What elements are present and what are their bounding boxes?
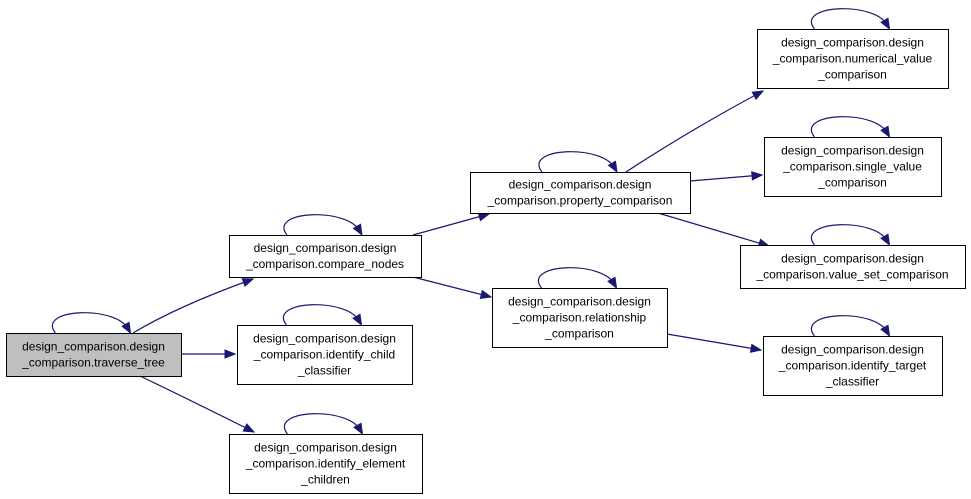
edge-property-comparison-to-numerical-value-comparison [625, 90, 764, 173]
node-box [237, 325, 413, 385]
self-loop-edge-relationship-comparison [537, 267, 616, 289]
node-box [764, 137, 942, 197]
node-label-line: _comparison [544, 327, 614, 341]
edge-property-comparison-to-value-set-comparison [657, 212, 770, 247]
node-label-line: _comparison.identify_target [778, 359, 927, 373]
self-loop-edge-traverse-tree [51, 312, 130, 334]
node-label-line: design_comparison.design [254, 441, 397, 455]
node-identify-element-children[interactable]: design_comparison.design _comparison.iden… [229, 434, 423, 494]
node-label-line: design_comparison.design [22, 340, 165, 354]
edges-layer [51, 8, 891, 436]
node-label-line: design_comparison.design [781, 144, 924, 158]
self-loop-edge-identify-element-children [283, 413, 362, 435]
self-loop-edge-compare-nodes [283, 214, 361, 236]
node-label-line: design_comparison.design [253, 332, 396, 346]
edge-traverse-tree-to-compare-nodes [132, 278, 254, 334]
arrow-head-identify-target-classifier [880, 324, 891, 338]
arrow-head-identify-target-classifier [749, 343, 763, 353]
node-label-line: _comparison.compare_nodes [245, 257, 404, 271]
node-identify-target-classifier[interactable]: design_comparison.design _comparison.iden… [763, 336, 943, 396]
node-label-line: _comparison.relationship [512, 311, 647, 325]
node-label-line: design_comparison.design [254, 241, 397, 255]
self-loop-edge-property-comparison [538, 151, 616, 173]
edge-property-comparison-to-single-value-comparison [689, 174, 763, 182]
node-numerical-value-comparison[interactable]: design_comparison.design _comparison.nume… [757, 29, 949, 89]
self-loop-edge-value-set-comparison [810, 224, 889, 246]
node-box [763, 336, 943, 396]
node-label-line: design_comparison.design [508, 295, 651, 309]
node-value-set-comparison[interactable]: design_comparison.design _comparison.valu… [740, 245, 966, 289]
node-compare-nodes[interactable]: design_comparison.design _comparison.comp… [229, 235, 422, 278]
arrow-head-traverse-tree [121, 321, 132, 335]
node-box [6, 333, 182, 377]
arrow-head-identify-element-children [242, 423, 256, 433]
node-single-value-comparison[interactable]: design_comparison.design _comparison.sing… [764, 137, 942, 197]
node-label-line: _comparison.numerical_value [772, 52, 933, 66]
self-loop-edge-identify-child-classifier [282, 304, 361, 326]
node-label-line: design_comparison.design [781, 252, 924, 266]
node-label-line: _comparison.value_set_comparison [755, 268, 948, 282]
node-property-comparison[interactable]: design_comparison.design _comparison.prop… [470, 172, 691, 214]
edge-relationship-comparison-to-identify-target-classifier [666, 333, 762, 351]
node-label-line: _comparison.identify_element [245, 457, 406, 471]
node-label-line: _children [300, 473, 350, 487]
node-identify-child-classifier[interactable]: design_comparison.design _comparison.iden… [237, 325, 413, 385]
node-label-line: _comparison [817, 68, 887, 82]
arrow-head-compare-nodes [352, 223, 363, 237]
arrow-head-numerical-value-comparison [880, 17, 891, 31]
arrow-head-compare-nodes [241, 278, 255, 288]
node-label-line: _comparison.traverse_tree [21, 356, 165, 370]
self-loop-edge-numerical-value-comparison [810, 8, 889, 30]
arrow-head-property-comparison [607, 160, 618, 174]
node-label-line: _comparison.identify_child [253, 348, 395, 362]
arrow-head-relationship-comparison [607, 276, 618, 290]
arrow-head-single-value-comparison [751, 171, 764, 181]
node-label-line: _comparison.single_value [782, 160, 922, 174]
edge-compare-nodes-to-property-comparison [412, 213, 490, 236]
arrow-head-identify-element-children [353, 422, 364, 436]
node-box [757, 29, 949, 89]
self-loop-edge-identify-target-classifier [810, 315, 889, 337]
arrow-head-numerical-value-comparison [751, 90, 765, 101]
node-box [470, 172, 691, 214]
edge-traverse-tree-to-identify-element-children [139, 375, 255, 433]
node-box [229, 235, 422, 278]
node-label-line: design_comparison.design [781, 343, 924, 357]
node-label-line: _classifier [297, 364, 351, 378]
arrow-head-relationship-comparison [479, 289, 493, 299]
node-label-line: design_comparison.design [509, 178, 652, 192]
self-loop-edge-single-value-comparison [810, 116, 889, 138]
node-box [229, 434, 423, 494]
node-label-line: design_comparison.design [781, 36, 924, 50]
node-label-line: _classifier [825, 375, 879, 389]
node-relationship-comparison[interactable]: design_comparison.design _comparison.rela… [492, 288, 668, 348]
arrow-head-identify-child-classifier [352, 313, 363, 327]
edge-compare-nodes-to-relationship-comparison [412, 276, 492, 298]
node-traverse-tree[interactable]: design_comparison.design _comparison.trav… [6, 333, 182, 377]
node-label-line: _comparison.property_comparison [487, 194, 673, 208]
arrow-head-value-set-comparison [880, 233, 891, 247]
nodes-layer: design_comparison.design _comparison.trav… [6, 29, 966, 494]
node-label-line: _comparison [817, 176, 887, 190]
node-box [492, 288, 668, 348]
node-box [740, 245, 966, 289]
arrow-head-identify-child-classifier [224, 349, 237, 359]
arrow-head-single-value-comparison [880, 125, 891, 139]
